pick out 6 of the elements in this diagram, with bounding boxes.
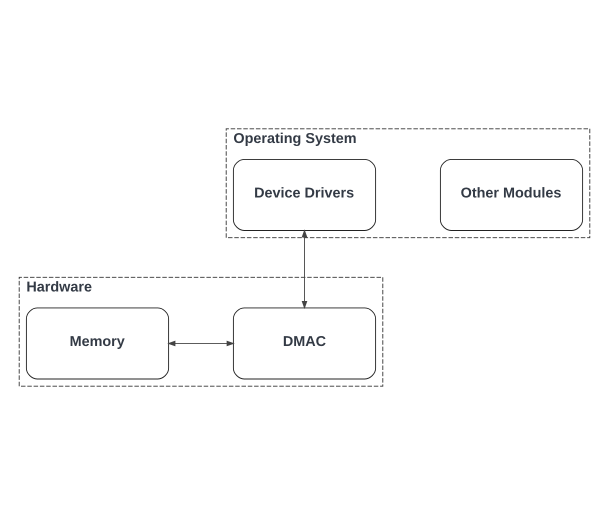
node-box: Device Drivers [232, 158, 376, 230]
node-box: Memory [26, 306, 170, 379]
arrow [302, 228, 308, 309]
arrow [167, 340, 235, 346]
node-box: Other Modules [440, 158, 584, 230]
node-box: DMAC [232, 306, 376, 379]
